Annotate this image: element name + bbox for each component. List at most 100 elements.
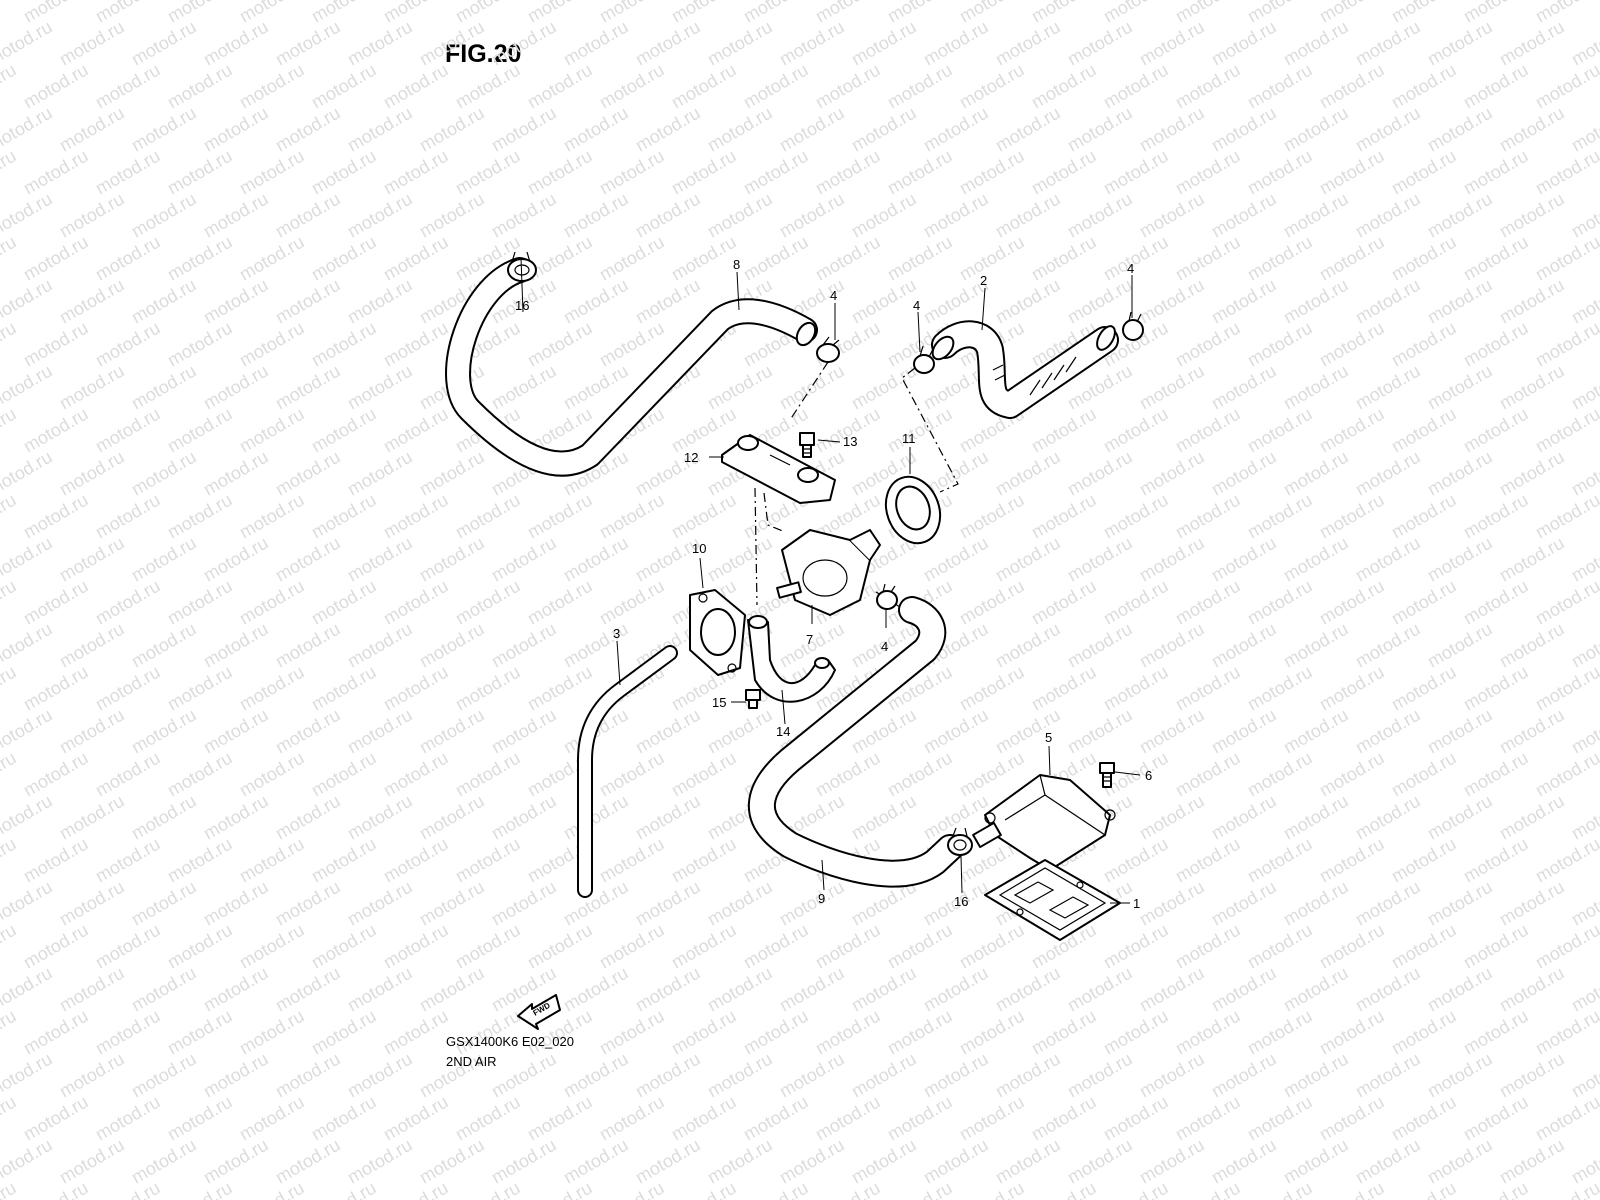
watermark-text: motod.ru [884,60,956,113]
watermark-text: motod.ru [1136,791,1208,844]
watermark-text: motod.ru [0,490,20,543]
watermark-text: motod.ru [92,748,164,801]
watermark-text: motod.ru [92,920,164,973]
watermark-text: motod.ru [1424,705,1496,758]
watermark-text: motod.ru [56,17,128,70]
watermark-text: motod.ru [1424,791,1496,844]
watermark-text: motod.ru [992,705,1064,758]
watermark-text: motod.ru [920,533,992,586]
watermark-text: motod.ru [1532,490,1600,543]
watermark-text: motod.ru [452,1092,524,1145]
watermark-text: motod.ru [344,791,416,844]
watermark-text: motod.ru [20,1092,92,1145]
watermark-text: motod.ru [704,103,776,156]
watermark-text: motod.ru [1532,404,1600,457]
watermark-text: motod.ru [92,576,164,629]
watermark-text: motod.ru [1568,619,1600,672]
watermark-text: motod.ru [632,17,704,70]
watermark-text: motod.ru [164,576,236,629]
watermark-text: motod.ru [524,576,596,629]
watermark-text: motod.ru [272,619,344,672]
watermark-text: motod.ru [308,920,380,973]
watermark-text: motod.ru [1064,533,1136,586]
watermark-text: motod.ru [452,834,524,887]
watermark-text: motod.ru [1244,1092,1316,1145]
watermark-text: motod.ru [92,318,164,371]
watermark-text: motod.ru [848,275,920,328]
clip-4-d [876,583,898,610]
watermark-text: motod.ru [1100,404,1172,457]
watermark-text: motod.ru [1352,447,1424,500]
watermark-text: motod.ru [308,576,380,629]
watermark-text: motod.ru [92,404,164,457]
watermark-text: motod.ru [200,275,272,328]
callout-9: 9 [818,891,825,906]
watermark-text: motod.ru [1532,920,1600,973]
watermark-text: motod.ru [1100,1178,1172,1200]
watermark-text: motod.ru [272,361,344,414]
watermark-text: motod.ru [596,920,668,973]
watermark-text: motod.ru [1424,1049,1496,1102]
watermark-text: motod.ru [128,103,200,156]
watermark-text: motod.ru [956,490,1028,543]
watermark-text: motod.ru [416,533,488,586]
watermark-text: motod.ru [1064,275,1136,328]
watermark-text: motod.ru [1028,146,1100,199]
watermark-text: motod.ru [560,275,632,328]
watermark-text: motod.ru [56,103,128,156]
watermark-text: motod.ru [1388,0,1460,26]
watermark-text: motod.ru [1460,1006,1532,1059]
watermark-text: motod.ru [1172,1178,1244,1200]
watermark-text: motod.ru [380,576,452,629]
watermark-text: motod.ru [308,318,380,371]
watermark-text: motod.ru [164,1178,236,1200]
callout-1: 1 [1133,896,1140,911]
watermark-text: motod.ru [1208,103,1280,156]
watermark-text: motod.ru [704,877,776,930]
watermark-text: motod.ru [236,834,308,887]
watermark-text: motod.ru [704,361,776,414]
watermark-text: motod.ru [1136,17,1208,70]
watermark-text: motod.ru [1100,60,1172,113]
watermark-text: motod.ru [704,533,776,586]
watermark-text: motod.ru [560,791,632,844]
watermark-text: motod.ru [1316,146,1388,199]
watermark-text: motod.ru [560,103,632,156]
watermark-text: motod.ru [668,1178,740,1200]
watermark-text: motod.ru [1028,490,1100,543]
watermark-text: motod.ru [164,834,236,887]
watermark-text: motod.ru [380,318,452,371]
watermark-text: motod.ru [1280,189,1352,242]
watermark-text: motod.ru [1100,576,1172,629]
watermark-text: motod.ru [200,17,272,70]
watermark-text: motod.ru [524,1092,596,1145]
watermark-text: motod.ru [920,705,992,758]
callout-12: 12 [684,450,698,465]
callout-7: 7 [806,632,813,647]
watermark-text: motod.ru [1028,60,1100,113]
watermark-text: motod.ru [920,1135,992,1188]
watermark-text: motod.ru [0,1178,20,1200]
watermark-text: motod.ru [1136,103,1208,156]
watermark-text: motod.ru [632,963,704,1016]
reed-valve-cover-5 [972,774,1116,871]
watermark-text: motod.ru [1352,619,1424,672]
watermark-text: motod.ru [20,404,92,457]
watermark-text: motod.ru [272,447,344,500]
watermark-text: motod.ru [488,791,560,844]
watermark-text: motod.ru [740,232,812,285]
watermark-text: motod.ru [272,189,344,242]
watermark-text: motod.ru [1424,447,1496,500]
watermark-text: motod.ru [20,0,92,26]
model-code: GSX1400K6 E02_020 [446,1034,574,1049]
watermark-text: motod.ru [1136,533,1208,586]
watermark-text: motod.ru [380,920,452,973]
watermark-text: motod.ru [452,60,524,113]
watermark-text: motod.ru [452,576,524,629]
watermark-text: motod.ru [1100,0,1172,26]
watermark-text: motod.ru [1316,920,1388,973]
watermark-text: motod.ru [488,17,560,70]
watermark-text: motod.ru [308,1092,380,1145]
watermark-text: motod.ru [1280,17,1352,70]
watermark-text: motod.ru [416,447,488,500]
